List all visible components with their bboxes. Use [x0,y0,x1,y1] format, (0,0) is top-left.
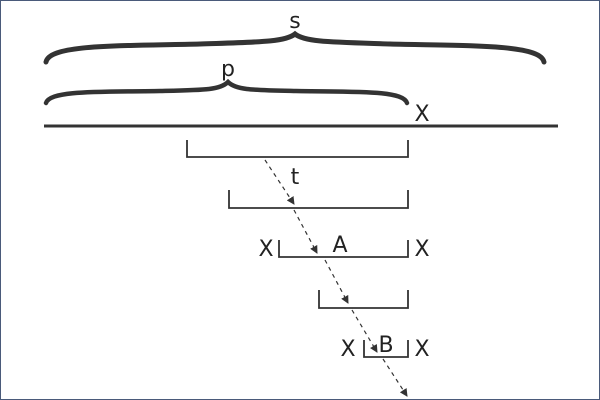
label-x-a-left: X [258,237,273,262]
label-x-b-left: X [340,337,355,362]
label-t: t [291,165,300,190]
bracket-b [363,340,409,358]
label-x-a-right: X [414,237,429,262]
bracket-4 [318,290,409,309]
arrow-1 [264,159,295,205]
label-s: s [289,9,300,34]
bracket-a [278,240,409,258]
label-x-b-right: X [414,337,429,362]
brace-s [43,30,547,65]
label-p: p [221,57,235,82]
arrow-3 [324,259,349,304]
bracket-t [228,190,409,209]
label-x-top: X [414,102,429,127]
arrow-5 [382,358,408,397]
bracket-1 [186,140,409,158]
label-b: B [378,333,393,358]
arrow-4 [351,309,378,353]
brace-p [43,78,410,106]
arrow-2 [293,209,318,254]
label-a: A [332,233,347,258]
